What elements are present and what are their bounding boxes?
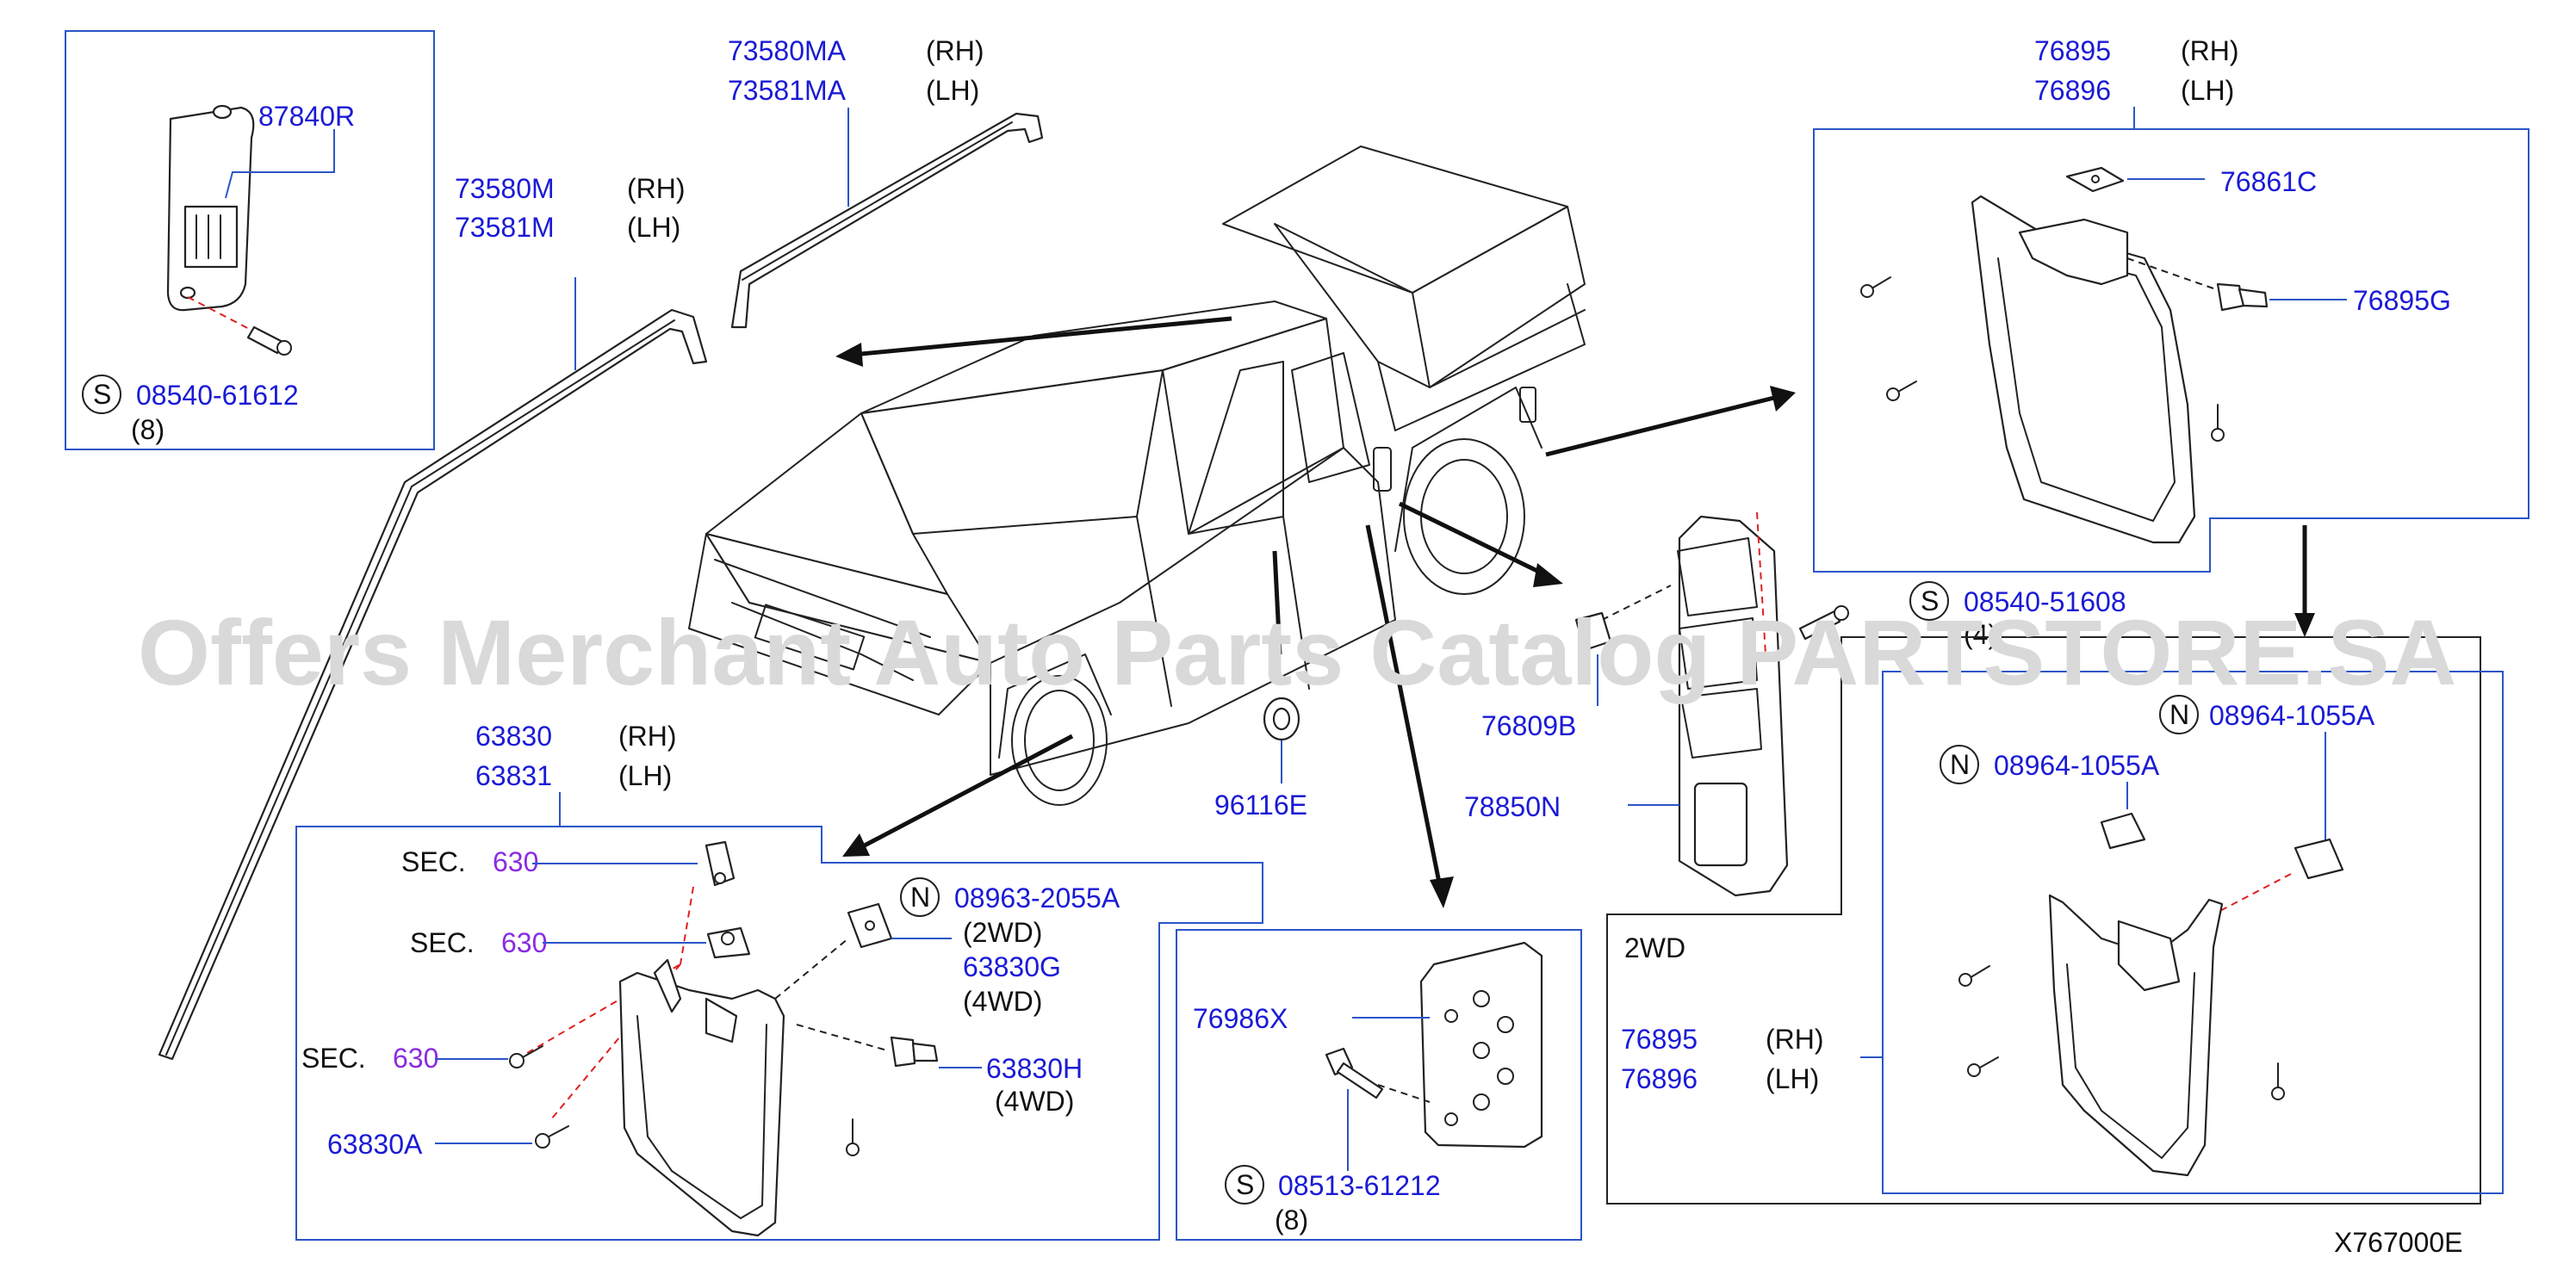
clip-08964-a (2100, 812, 2146, 850)
qual-4wd-1: (4WD) (963, 986, 1042, 1017)
mud-guard-front-2wd (2048, 894, 2224, 1177)
qual-lh-4: (LH) (1766, 1063, 1819, 1094)
symbol-s-2-text: S (1921, 585, 1939, 616)
label-87840r: 87840R (258, 101, 355, 132)
label-78850n: 78850N (1464, 791, 1561, 822)
sec-number-2: 630 (501, 927, 547, 958)
watermark: Offers Merchant Auto Parts Catalog PARTS… (138, 600, 2456, 704)
symbol-n-2-text: N (1950, 749, 1970, 780)
sec-label-1: SEC. (401, 846, 466, 877)
label-76809b: 76809B (1481, 710, 1576, 741)
bracket-sec630-mid (706, 926, 751, 959)
label-08513-61212: 08513-61212 (1278, 1170, 1441, 1201)
label-08540-61612: 08540-61612 (136, 380, 299, 411)
qual-lh-1: (LH) (926, 75, 979, 106)
pickup-truck (688, 146, 1586, 806)
label-76986x: 76986X (1193, 1003, 1288, 1034)
bracket-sec630-top (705, 840, 736, 887)
grommet-96116e (1263, 697, 1300, 741)
symbol-s (82, 375, 121, 414)
symbol-s-text: S (93, 379, 111, 410)
bolt-08513-61212 (1325, 1047, 1384, 1099)
seatbelt-cover-part (166, 104, 255, 312)
mud-guard-front-4wd (618, 958, 785, 1237)
sec-label-2: SEC. (410, 927, 475, 958)
seal-plate-76986x (1419, 941, 1543, 1149)
clip-76809b (1574, 611, 1612, 652)
qual-rh-2: (RH) (627, 173, 686, 204)
clip-76895g (2216, 282, 2269, 312)
screws-rear-box (1860, 276, 2225, 442)
symbol-n-1-text: N (2169, 699, 2189, 730)
label-08964-1055a-b: 08964-1055A (1994, 750, 2160, 781)
sec-label-3: SEC. (301, 1043, 366, 1074)
sec-number-1: 630 (493, 846, 538, 877)
label-73581ma: 73581MA (728, 75, 847, 106)
box-76895-front (1882, 671, 2504, 1194)
label-2wd: 2WD (1624, 932, 1685, 963)
label-76861c: 76861C (2220, 166, 2317, 197)
symbol-n-2 (1940, 745, 1979, 784)
label-08964-1055a-a: 08964-1055A (2209, 700, 2375, 731)
label-76895-b: 76895 (1621, 1024, 1698, 1055)
roof-drip-molding-upper (730, 112, 1044, 329)
clip-08964-b (2294, 838, 2344, 880)
qty-4: (4) (1964, 619, 1997, 650)
roof-drip-molding-long (158, 308, 708, 1061)
box-63830-mud-guard (295, 826, 1263, 1241)
symbol-n-3 (900, 877, 940, 917)
qual-rh-4: (RH) (1766, 1024, 1824, 1055)
label-73580ma: 73580MA (728, 35, 847, 66)
label-08540-51608: 08540-51608 (1964, 586, 2126, 617)
mud-guard-rear (1971, 195, 2196, 544)
label-76896-b: 76896 (1621, 1063, 1698, 1094)
box-76895-rear (1813, 128, 2529, 573)
label-63830: 63830 (475, 721, 552, 752)
qual-rh-3: (RH) (2181, 35, 2239, 66)
label-76896-a: 76896 (2034, 75, 2111, 106)
clip-76861c (2065, 166, 2125, 193)
label-63830h: 63830H (986, 1053, 1083, 1084)
qual-lh-3: (LH) (2181, 75, 2234, 106)
qual-lh-5: (LH) (618, 760, 672, 791)
clip-63830h (890, 1036, 939, 1068)
label-08963-2055a: 08963-2055A (954, 883, 1120, 914)
label-73580m: 73580M (455, 173, 555, 204)
box-88740r (65, 30, 435, 450)
qual-2wd: (2WD) (963, 917, 1042, 948)
splash-panel-78850n (1677, 515, 1789, 897)
diagram-code: X767000E (2334, 1227, 2462, 1258)
label-63831: 63831 (475, 760, 552, 791)
label-76895g: 76895G (2353, 285, 2451, 316)
box-76986x (1176, 929, 1582, 1241)
qty-8a: (8) (131, 414, 164, 445)
label-76895-a: 76895 (2034, 35, 2111, 66)
symbol-s-3-text: S (1236, 1169, 1254, 1200)
screws-front-2wd (1958, 965, 2285, 1100)
sec-number-3: 630 (393, 1043, 438, 1074)
label-63830g: 63830G (963, 951, 1061, 982)
screw-08540-51608 (1798, 605, 1849, 641)
symbol-n-1 (2159, 695, 2199, 734)
screw-08540-61612 (246, 325, 292, 356)
qual-rh-5: (RH) (618, 721, 677, 752)
symbol-s-3 (1225, 1165, 1264, 1205)
box-2wd (1606, 636, 2481, 1205)
symbol-n-3-text: N (910, 882, 930, 913)
clip-63830g (847, 902, 893, 949)
screws-63830 (509, 1045, 860, 1156)
qty-8b: (8) (1275, 1205, 1308, 1236)
arrows (835, 316, 2315, 908)
label-73581m: 73581M (455, 212, 555, 243)
label-96116e: 96116E (1214, 790, 1307, 821)
symbol-s-2 (1909, 581, 1949, 621)
qual-rh-1: (RH) (926, 35, 984, 66)
label-63830a: 63830A (327, 1129, 423, 1160)
qual-4wd-2: (4WD) (995, 1086, 1074, 1117)
qual-lh-2: (LH) (627, 212, 680, 243)
